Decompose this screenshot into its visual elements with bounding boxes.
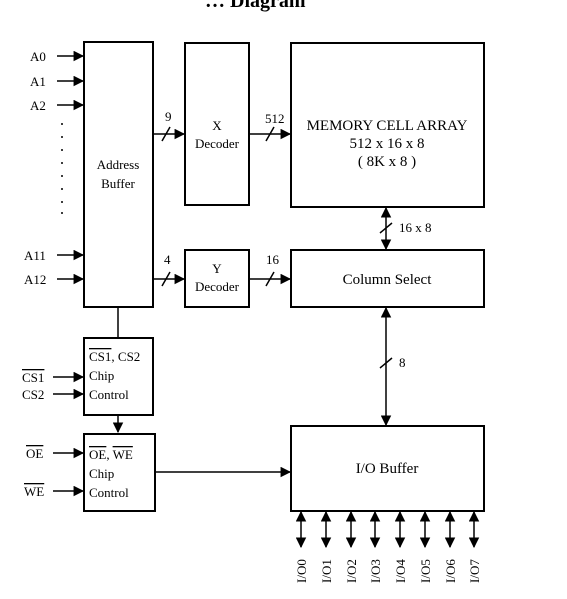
address-buffer-label-2: Buffer — [101, 176, 135, 191]
input-label-a1: A1 — [30, 74, 46, 89]
input-label-we: WE — [24, 484, 44, 499]
bus-width-y-to-column: 16 — [266, 252, 280, 267]
io-pin-3: I/O3 — [368, 510, 383, 583]
io-label-6: I/O6 — [443, 559, 458, 583]
io-label-5: I/O5 — [418, 559, 433, 583]
io-buffer-block — [290, 425, 485, 512]
bus-slash-addr-to-x — [161, 126, 171, 142]
bus-slash-addr-to-y — [161, 271, 171, 287]
bus-width-array-column: 16 x 8 — [399, 220, 432, 235]
io-pin-2: I/O2 — [344, 510, 359, 583]
oe-we-control-line-3: Control — [89, 485, 129, 500]
x-decoder-label-1: X — [212, 118, 222, 133]
io-pin-0: I/O0 — [294, 510, 309, 583]
bus-width-addr-to-y: 4 — [164, 252, 171, 267]
bus-slash-array-column — [379, 222, 393, 234]
cs-control-line-1: CS1, CS2 — [89, 349, 140, 364]
input-label-a0: A0 — [30, 49, 46, 64]
bus-width-column-io: 8 — [399, 355, 406, 370]
input-label-a12: A12 — [24, 272, 46, 287]
memory-array-title: MEMORY CELL ARRAY — [307, 118, 468, 134]
bus-slash-y-to-column — [265, 271, 275, 287]
oe-we-control-line-1: OE, WE — [89, 447, 133, 462]
address-buffer-label-1: Address — [97, 157, 140, 172]
bus-width-addr-to-x: 9 — [165, 109, 172, 124]
address-continuation-dots — [61, 123, 63, 214]
memory-array-capacity: ( 8K x 8 ) — [358, 154, 416, 170]
input-label-a11: A11 — [24, 248, 46, 263]
y-decoder-label-1: Y — [212, 261, 222, 276]
io-pin-5: I/O5 — [418, 510, 433, 583]
io-label-0: I/O0 — [294, 559, 309, 583]
bus-width-x-to-array: 512 — [265, 111, 285, 126]
diagram-title: … Diagram — [205, 0, 306, 12]
cs-control-cs2: , CS2 — [111, 349, 140, 364]
oe-we-control-sep: , — [106, 447, 112, 462]
y-decoder-label-2: Decoder — [195, 279, 240, 294]
io-pin-6: I/O6 — [443, 510, 458, 583]
input-label-a2: A2 — [30, 98, 46, 113]
io-pin-4: I/O4 — [393, 510, 408, 583]
bus-slash-column-io — [379, 357, 393, 369]
io-label-4: I/O4 — [393, 559, 408, 583]
input-label-cs1: CS1 — [22, 370, 44, 385]
oe-we-control-we: WE — [113, 447, 133, 462]
address-buffer-block — [83, 41, 154, 308]
oe-we-control-line-2: Chip — [89, 466, 114, 481]
io-label-3: I/O3 — [368, 559, 383, 583]
input-label-oe: OE — [26, 446, 43, 461]
io-label-7: I/O7 — [467, 559, 482, 583]
memory-array-organization: 512 x 16 x 8 — [350, 136, 425, 152]
io-pin-1: I/O1 — [319, 510, 334, 583]
column-select-label: Column Select — [343, 272, 433, 288]
cs-control-line-2: Chip — [89, 368, 114, 383]
cs-control-cs1: CS1 — [89, 349, 111, 364]
x-decoder-label-2: Decoder — [195, 136, 240, 151]
oe-we-control-oe: OE — [89, 447, 106, 462]
io-buffer-label: I/O Buffer — [356, 461, 419, 477]
cs-control-line-3: Control — [89, 387, 129, 402]
io-pin-7: I/O7 — [467, 510, 482, 583]
io-label-1: I/O1 — [319, 559, 334, 583]
bus-slash-x-to-array — [265, 126, 275, 142]
x-decoder-block — [184, 42, 250, 206]
input-label-cs2: CS2 — [22, 387, 44, 402]
io-label-2: I/O2 — [344, 559, 359, 583]
